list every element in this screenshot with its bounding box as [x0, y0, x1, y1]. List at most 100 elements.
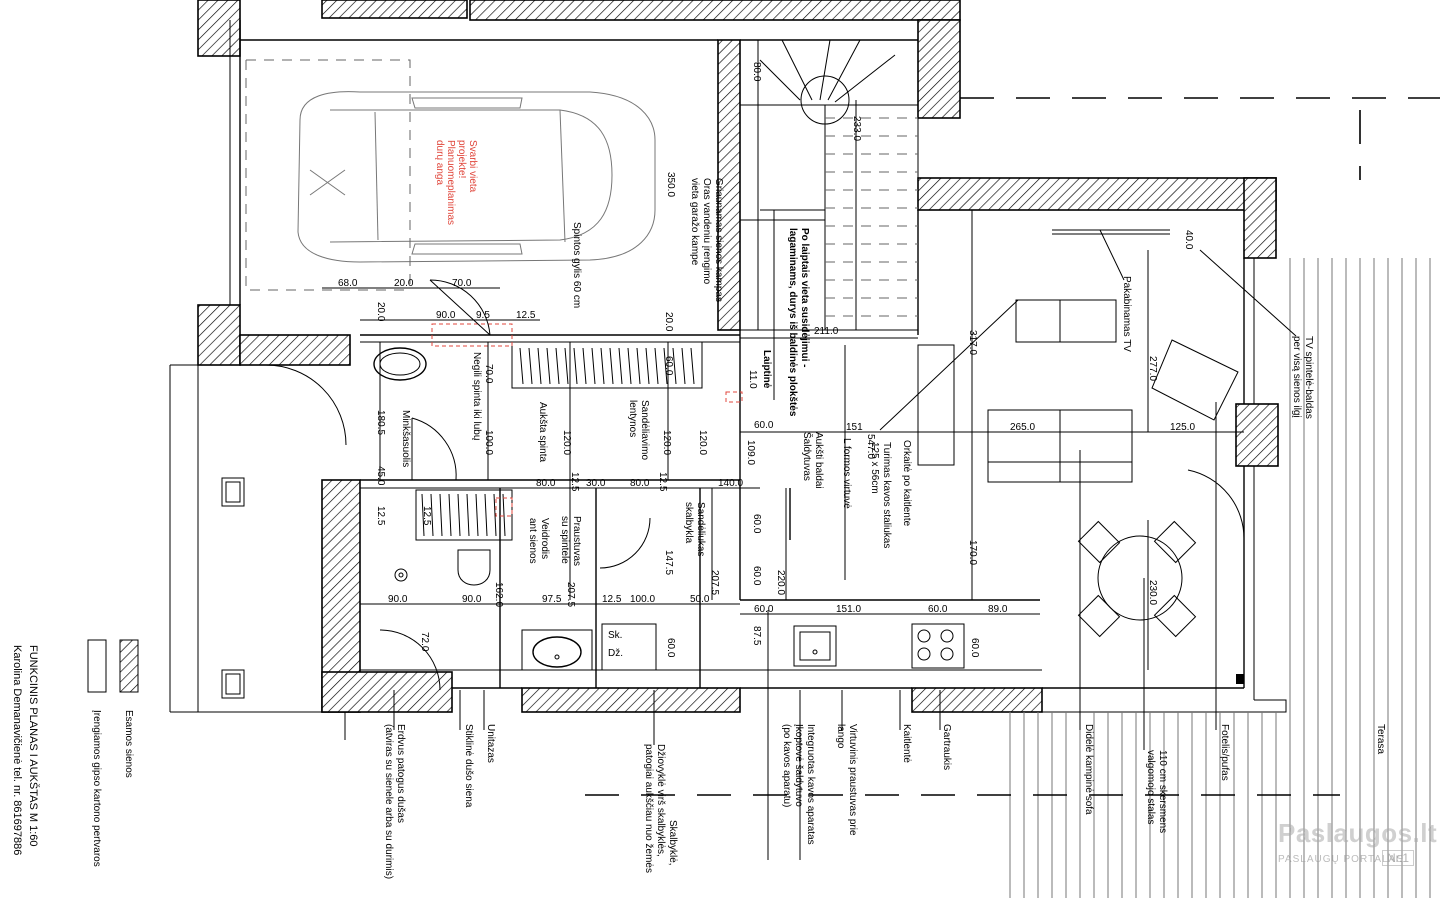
coffee-table-1: Turimas kavos staliukas — [881, 442, 892, 548]
armchair-label: Fotelis/pufas — [1219, 724, 1230, 781]
hob-label: Kaitlentė — [901, 724, 912, 763]
laundry-label: Skalbyklė, — [667, 820, 678, 866]
sofa-label: Didelė kampinė sofa — [1083, 724, 1094, 815]
dim: 12.5 — [421, 506, 432, 526]
tall-furniture-1: Aukšti baldai — [813, 432, 824, 489]
drawing-line — [493, 493, 497, 537]
drawing-line — [519, 347, 524, 385]
kitchen-sink-1: Virtuvinis praustuvas prie — [847, 724, 858, 836]
drawing-line — [654, 347, 659, 385]
drawing-line — [564, 347, 569, 385]
sink-cabinet-2: su spintele — [559, 516, 570, 564]
red-note-3: Planuomeplanimas — [445, 140, 456, 225]
watermark-sub: PASLAUGŲ PORTALAS — [1278, 854, 1404, 865]
dim: 87.5 — [751, 626, 762, 646]
dim: 277.0 — [1147, 356, 1158, 381]
tv-hanging-label: Pakabinamas TV — [1121, 276, 1132, 352]
dim: 120.0 — [661, 430, 672, 455]
dim: 20.0 — [375, 302, 386, 322]
closets — [221, 279, 1245, 699]
dim: 60.0 — [754, 420, 774, 431]
drawing-line — [591, 347, 596, 385]
oven-label: Orkaitė po kaitlente — [901, 440, 912, 527]
drawing-line — [421, 493, 425, 537]
dim: 20.0 — [394, 278, 414, 289]
dim: 80.0 — [536, 478, 556, 489]
hood-label: Gartraukis — [941, 724, 952, 770]
drawing-line — [672, 347, 677, 385]
drawing-line — [618, 347, 623, 385]
title-block: FUNKCINIS PLANAS I AUKŠTAS M 1:60 Karoli… — [11, 645, 40, 855]
dim: 50.0 — [690, 594, 710, 605]
mirror-2: ant sienos — [527, 518, 538, 564]
dim: 72.0 — [419, 632, 430, 652]
dim: 109.0 — [745, 440, 756, 465]
dim: 100.0 — [630, 594, 655, 605]
drawing-line — [609, 347, 614, 385]
red-note-2: projekte! — [456, 140, 467, 178]
mirror-1: Veidrodis — [539, 518, 550, 559]
dim: 20.0 — [663, 312, 674, 332]
coffee-machine-2: Įkoptovė šaldytuvo — [793, 724, 804, 807]
annotations: Svarbi vieta projekte! Planuomeplanimas … — [400, 140, 1314, 659]
demolished-corner-2: Oras vandeniu įrengimo — [701, 178, 712, 285]
drawing-line — [546, 347, 551, 385]
dim: 162.0 — [493, 582, 504, 607]
drawing-line — [439, 493, 443, 537]
sink-cabinet-1: Praustuvas — [571, 516, 582, 566]
red-note-1: Svarbi vieta — [467, 140, 478, 193]
storage-shelves-2: lentynos — [627, 400, 638, 437]
room-sk: Sk. — [608, 630, 622, 641]
drawing-line — [690, 347, 695, 385]
drawing-line — [681, 347, 686, 385]
dim: 11.0 — [747, 370, 758, 389]
dim: 68.0 — [338, 278, 358, 289]
dim: 9.5 — [476, 310, 490, 321]
dim: 151.0 — [836, 604, 861, 615]
dim: 147.5 — [663, 550, 674, 575]
drawing-title: FUNKCINIS PLANAS I AUKŠTAS M 1:60 — [27, 645, 40, 847]
legend-gypsum-partitions: Įrengiamos gipso kartono pertvaros — [91, 710, 102, 867]
shower-1: Erdvus patogus dušas — [395, 724, 406, 823]
dim: 60.0 — [928, 604, 948, 615]
tall-furniture-2: Šaldytuvas — [801, 432, 814, 481]
coffee-machine-1: Integruotas kavos aparatas — [805, 724, 816, 845]
dim: 90.0 — [388, 594, 408, 605]
drawing-line — [448, 493, 452, 537]
kitchen-sink-2: lango — [835, 724, 846, 749]
watermark: Paslaugos.lt PASLAUGŲ PORTALAS Nr.1 — [1272, 818, 1437, 880]
dim: 70.0 — [452, 278, 472, 289]
terrace-label: Terasa — [1375, 724, 1386, 754]
dim: 12.5 — [516, 310, 536, 321]
drawing-line — [663, 347, 668, 385]
living-furniture — [917, 97, 1440, 898]
drawing-line — [555, 347, 560, 385]
dryer-1: Džiovyklė virš skalbyklės, — [655, 744, 666, 857]
dining-table-1: 110 cm skersmens — [1157, 750, 1168, 833]
tv-furniture-2: per visą sienos ilgį — [1291, 336, 1302, 418]
dimension-lines — [322, 40, 1244, 670]
dim: 60.0 — [665, 638, 676, 658]
demolished-corner-3: vieta garažo kampe — [689, 178, 700, 266]
coffee-machine-3: (po kavos aparatu) — [781, 724, 792, 807]
dim: 89.0 — [988, 604, 1008, 615]
dryer-2: patogiai aukščiau nuo žemės — [643, 744, 654, 873]
dim: 30.0 — [586, 478, 606, 489]
dim: 151 — [846, 422, 863, 433]
dim: 90.0 — [462, 594, 482, 605]
dim: 12.5 — [569, 472, 580, 492]
dim: 207.5 — [709, 570, 720, 595]
ceiling-closet-label: Negili spinta iki lubų — [471, 352, 482, 441]
drawing-line — [466, 493, 470, 537]
dim: 125.0 — [1170, 422, 1195, 433]
demolished-corner-1: Griaunamas sienos kampas — [713, 178, 724, 302]
watermark-nr: Nr.1 — [1382, 850, 1415, 866]
toilet-label: Unitazas — [485, 724, 496, 763]
bottom-labels: Erdvus patogus dušas (atviras su sienele… — [383, 724, 1386, 879]
closet-depth-label: Spintos gylis 60 cm — [571, 222, 582, 308]
drawing-author: Karolina Demanavičienė tel. nr. 86169788… — [11, 645, 23, 855]
dining-table-2: valgomojo stalas — [1145, 750, 1156, 824]
dim: 60.0 — [751, 566, 762, 586]
dim: 60.0 — [751, 514, 762, 534]
dim: 80.0 — [630, 478, 650, 489]
